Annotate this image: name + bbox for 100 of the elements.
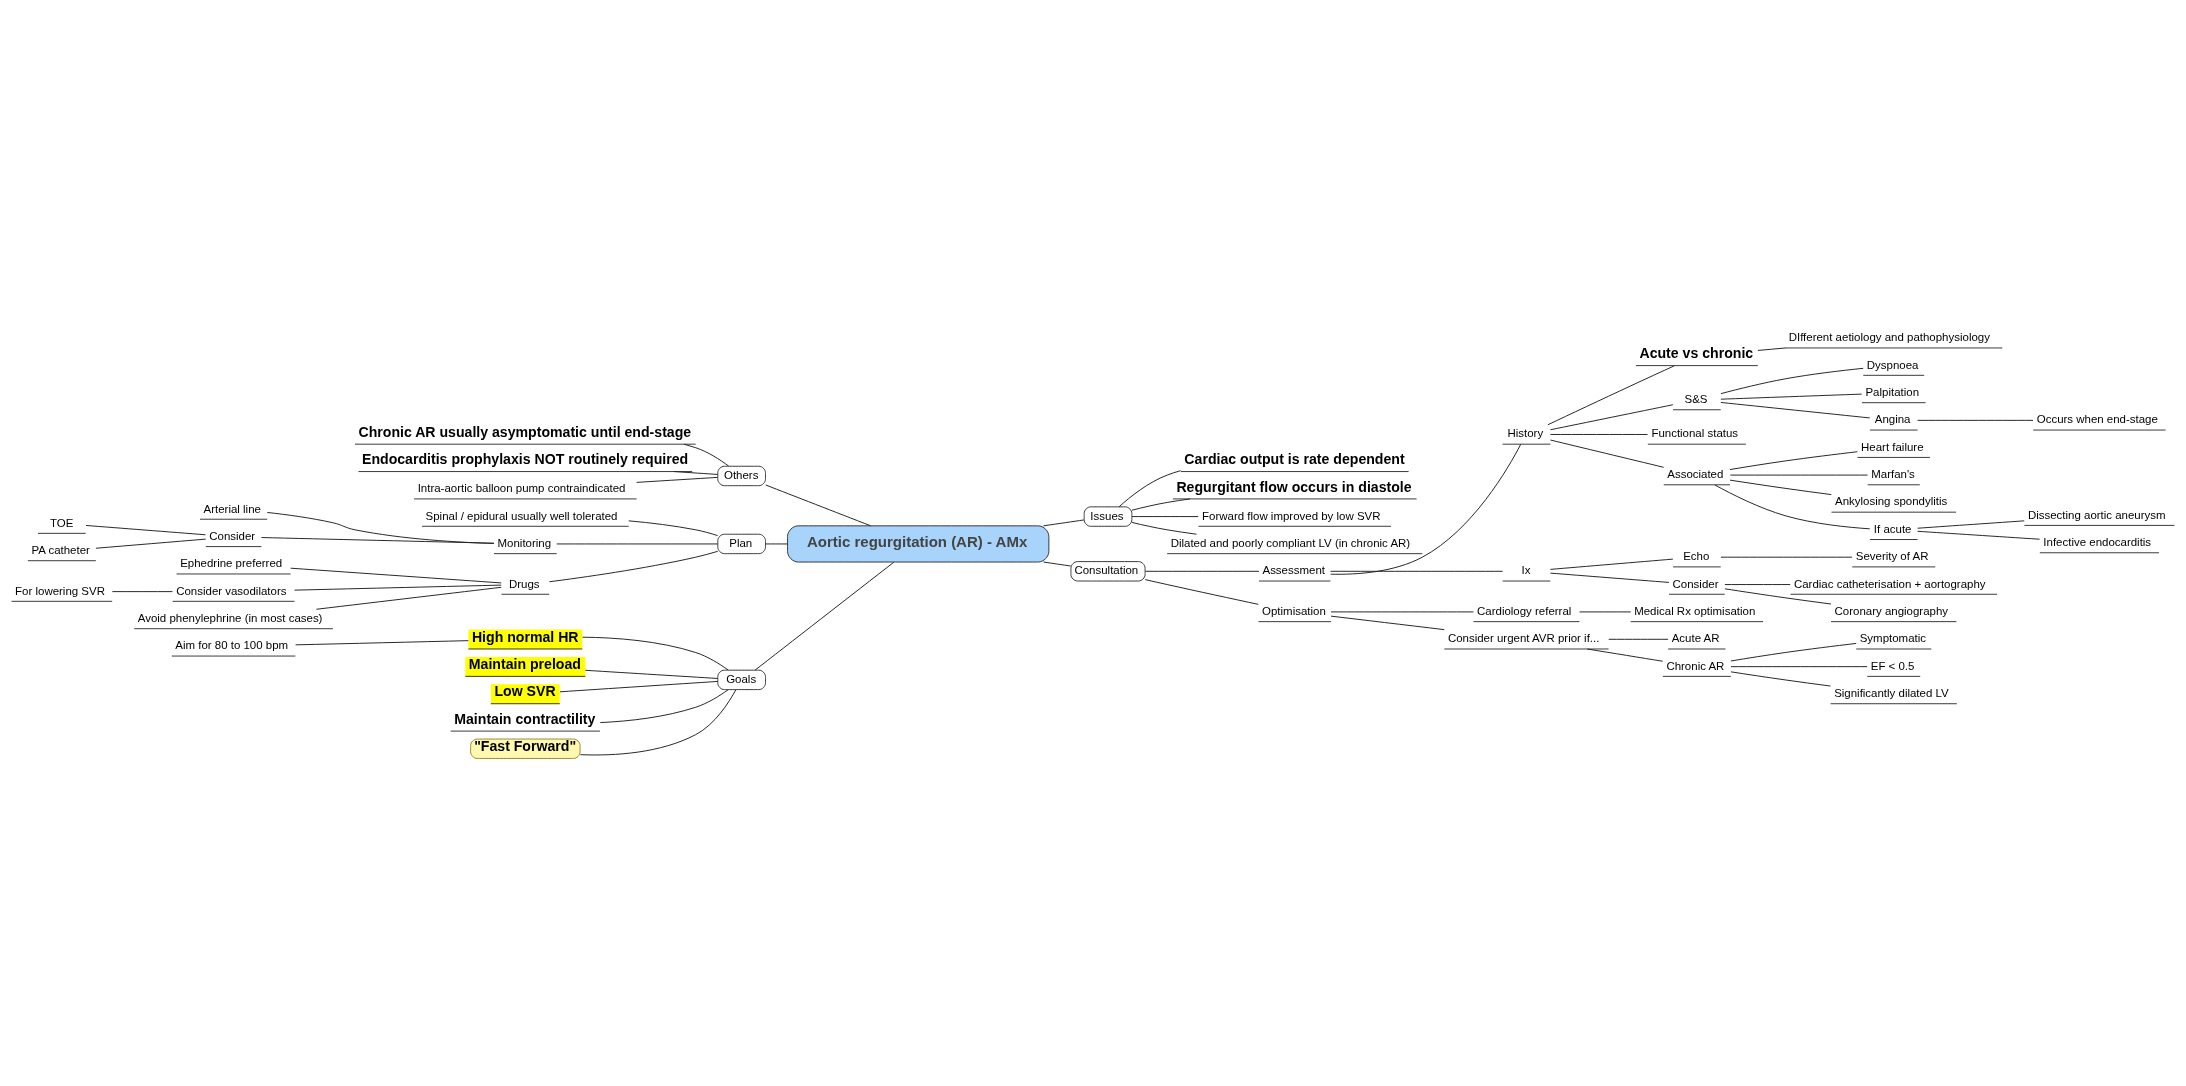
connector [85,524,206,535]
connector [556,542,719,544]
connector [95,538,207,549]
node-box: Issues [1083,505,1133,527]
node-text: Cardiac output is rate dependent [1184,450,1405,467]
node-text: Echo [1683,549,1710,562]
connector [1330,615,1445,630]
node-text: Cardiac catheterisation + aortography [1793,577,1986,590]
connector [1118,469,1182,507]
node-text: Functional status [1651,426,1739,439]
node-text: Spinal / epidural usually well tolerated [425,509,618,522]
connector [1730,670,1831,687]
node-text: Coronary angiography [1834,604,1949,617]
connector [673,470,719,475]
connector [1730,665,1868,667]
connector [1131,515,1199,517]
node-text: Endocarditis prophylaxis NOT routinely required [362,450,689,467]
node-text: Palpitation [1865,385,1920,398]
node-text: Consider urgent AVR prior if... [1447,631,1600,644]
node-text: Ephedrine preferred [180,556,283,569]
node-text: Severity of AR [1855,549,1929,562]
connector [111,590,173,592]
node-text: Chronic AR [1666,659,1725,672]
connector [1729,479,1832,495]
connector [1730,642,1857,661]
connector [1724,583,1791,585]
connector [1917,519,2025,529]
node-text: Medical Rx optimisation [1634,604,1756,617]
node-text: Heart failure [1861,440,1924,453]
connector [1131,521,1197,535]
node-text: Consider [1672,577,1719,590]
node-text: Dilated and poorly compliant LV (in chronic AR) [1170,536,1411,549]
connector [1042,561,1072,566]
connector [295,639,469,645]
connector [1549,403,1674,430]
node-text: Forward flow improved by low SVR [1202,509,1381,522]
connector [1549,558,1674,570]
connector [599,688,729,723]
node-text: TOE [49,516,74,529]
connector [261,536,495,544]
node-text: Aim for 80 to 100 bpm [175,638,289,651]
node-text: Acute vs chronic [1639,344,1754,361]
node-text: Regurgitant flow occurs in diastole [1176,478,1412,495]
node-text: Ix [1521,563,1531,576]
connector [315,586,502,610]
node-text: Consider [209,529,256,542]
node-text: EF < 0.5 [1870,659,1915,672]
node-text: Avoid phenylephrine (in most cases) [137,611,323,624]
connector [294,584,502,591]
node-box: "Fast Forward" [470,738,581,759]
node-text: Monitoring [497,536,552,549]
connector [1917,419,2034,421]
node-text: Assessment [1262,563,1325,576]
node-text: Dyspnoea [1866,358,1919,371]
connector [1549,433,1649,435]
connector [581,636,729,670]
connector [579,688,737,755]
connector [1549,439,1665,468]
node-text: Infective endocarditis [2043,535,2152,548]
connector [1720,367,1864,394]
connector [1729,450,1858,470]
connector [1144,578,1259,605]
connector [636,476,718,483]
connector [1586,648,1664,662]
node-text: Cardiology referral [1477,604,1572,617]
node-text: Drugs [509,577,540,590]
node-text: Marfan's [1871,467,1915,480]
connector [628,519,719,536]
node-text: Angina [1874,412,1911,425]
connector [1720,393,1863,400]
connector [584,669,719,679]
connector [1714,483,1871,529]
node-box: Others [717,465,766,486]
node-text: Optimisation [1262,604,1326,617]
connector [1547,364,1675,425]
node-text: If acute [1873,522,1912,535]
connector [1720,556,1853,558]
connector [1917,530,2041,540]
node-text: Chronic AR usually asymptomatic until end-stage [358,423,692,440]
node-text: Acute AR [1671,631,1720,644]
node-box: Plan [717,533,766,554]
connector [1757,346,1786,351]
node-box: Aortic regurgitation (AR) - AMx [787,524,1050,562]
connector [1720,401,1871,418]
connector [1144,570,1260,572]
node-text: Occurs when end-stage [2036,412,2158,425]
node-text: S&S [1684,392,1708,405]
connector [683,443,730,467]
connector [1131,497,1191,511]
connector [765,542,788,544]
node-text: PA catheter [31,543,90,556]
node-text: Significantly dilated LV [1834,686,1949,699]
node-box: Goals [717,669,766,690]
node-text: Ankylosing spondylitis [1835,494,1948,507]
connector [754,561,895,671]
node-text: Arterial line [203,502,261,515]
connector [290,567,502,583]
node-text: For lowering SVR [15,584,105,597]
connector [548,550,719,582]
connector [1608,638,1669,640]
